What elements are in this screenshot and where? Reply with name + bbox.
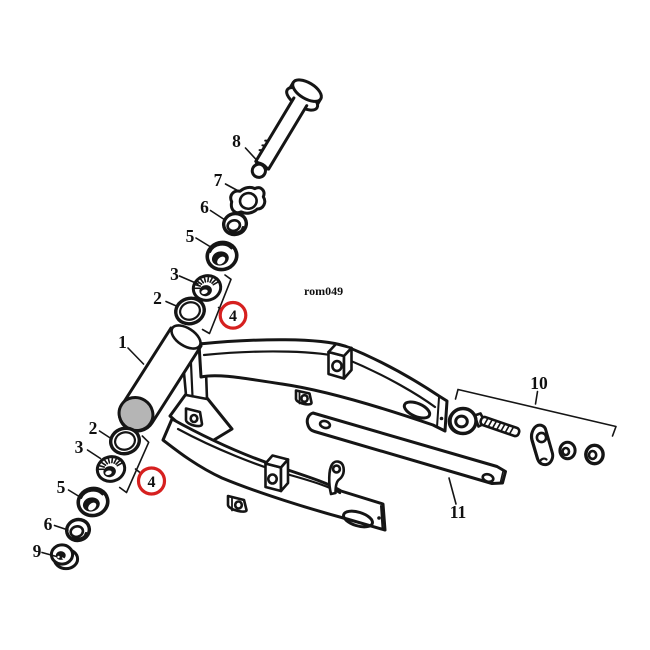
lower-bearing-stack: [49, 423, 144, 571]
part-locknut: [49, 543, 80, 571]
kit-bracket-lower: [118, 435, 150, 494]
leader-line-6-lower: [53, 524, 69, 531]
rod-end-threaded-stud: [479, 415, 521, 438]
part-pivot-bolt: [250, 78, 323, 179]
dimension-bracket-10: [454, 388, 617, 437]
callout-4-lower: 4: [148, 474, 156, 491]
kit-circle-lower: [136, 466, 167, 496]
kit-markers: 4 4: [118, 274, 248, 496]
callout-5-lower: 5: [57, 477, 66, 497]
strut-bar-hole-left: [318, 419, 332, 430]
kit-circle-upper: [218, 300, 248, 330]
leader-line-5-lower: [67, 489, 81, 498]
lower-axle-slot: [342, 509, 374, 529]
rod-end-washer: [558, 440, 577, 461]
lower-hook-tab: [327, 460, 346, 496]
part-bearing-lower: [73, 483, 113, 521]
callout-2-upper: 2: [153, 288, 162, 308]
upper-axle-slot: [402, 400, 432, 420]
callout-6-lower: 6: [44, 514, 53, 534]
swingarm-upper-beam: [197, 338, 449, 433]
leader-line-3-lower: [86, 449, 102, 460]
callout-7: 7: [214, 170, 223, 190]
callout-9: 9: [33, 541, 42, 561]
leader-line-3-upper: [178, 275, 199, 285]
leader-lines: [41, 147, 457, 558]
pivot-tube: [117, 324, 203, 433]
rod-end-spacer: [584, 443, 605, 466]
upper-shock-mount-block: [327, 342, 353, 380]
leader-line-6-upper: [209, 209, 226, 221]
callout-5-upper: 5: [186, 226, 195, 246]
drawing-code: rom049: [304, 284, 343, 298]
leader-line-8: [244, 147, 258, 162]
rod-end-eye: [448, 406, 478, 436]
callout-labels: 8 7 6 5 3 2 1 2 3 5 6 9 10 11: [33, 131, 548, 561]
part-swingarm: [117, 324, 449, 532]
upper-bearing-stack: [170, 78, 323, 330]
leader-line-10: [534, 390, 539, 405]
callout-1: 1: [118, 332, 127, 352]
callout-11: 11: [450, 502, 467, 522]
pivot-area-tab: [184, 407, 204, 428]
callout-3-lower: 3: [75, 437, 84, 457]
strut-bar-hole-right: [481, 472, 495, 484]
lower-beam-tab: [226, 494, 248, 513]
pivot-tube-opening: [170, 324, 202, 350]
leader-line-9: [41, 551, 58, 558]
callout-3-upper: 3: [170, 264, 179, 284]
callout-10: 10: [530, 373, 548, 393]
part-nut-upper: [219, 209, 251, 239]
part-bearing-upper: [202, 237, 242, 275]
rod-end-bracket-plate: [529, 423, 555, 467]
leader-line-7: [224, 183, 239, 192]
upper-beam-tab: [294, 389, 313, 406]
part-rod-end-kit: [447, 388, 617, 467]
callout-8: 8: [232, 131, 241, 151]
kit-bracket-upper: [201, 274, 232, 335]
callout-4-upper: 4: [229, 308, 237, 325]
swingarm-lower-beam: [161, 407, 387, 532]
lower-shock-mount-block: [264, 454, 290, 493]
part-lock-plate: [229, 185, 267, 215]
leader-line-1: [127, 347, 145, 365]
leader-line-2-upper: [165, 300, 179, 308]
part-strut-bar: [305, 411, 507, 485]
leader-line-5-upper: [195, 237, 213, 249]
leader-line-2-lower: [98, 430, 112, 440]
callout-2-lower: 2: [89, 418, 98, 438]
leader-line-11: [448, 477, 457, 505]
callout-6-upper: 6: [200, 197, 209, 217]
